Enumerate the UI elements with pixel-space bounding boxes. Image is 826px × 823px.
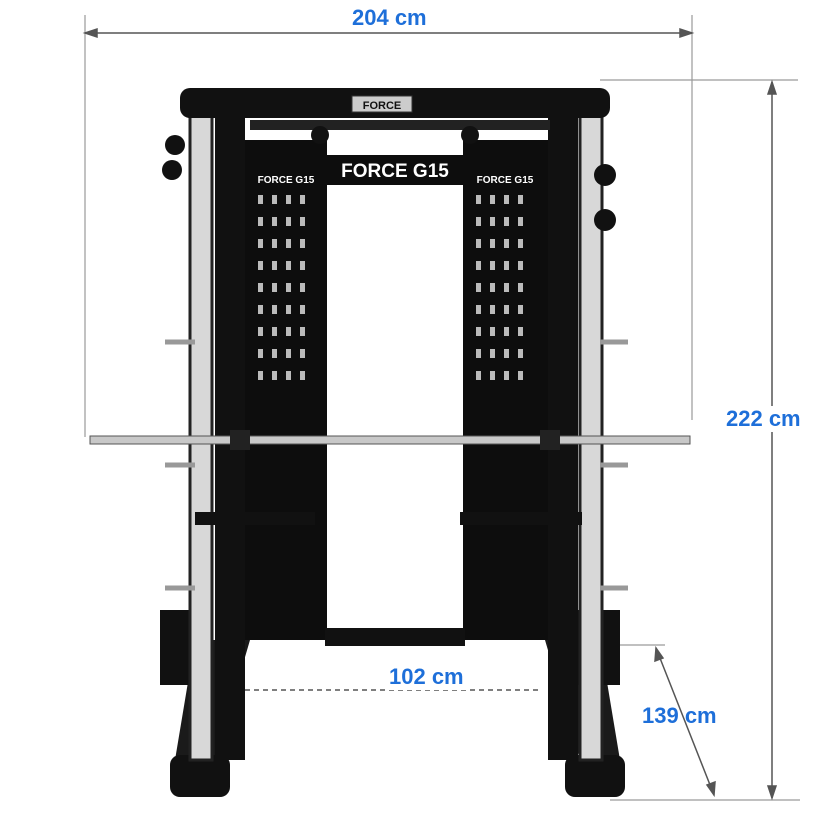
weight-peg bbox=[300, 305, 305, 314]
weight-peg bbox=[476, 195, 481, 204]
weight-peg bbox=[504, 327, 509, 336]
weight-peg bbox=[490, 327, 495, 336]
weight-peg bbox=[504, 239, 509, 248]
weight-peg bbox=[518, 349, 523, 358]
width-dimension-label: 204 cm bbox=[348, 5, 431, 31]
weight-peg bbox=[300, 217, 305, 226]
guide-lines bbox=[84, 15, 800, 801]
weight-peg bbox=[286, 261, 291, 270]
weight-peg bbox=[476, 283, 481, 292]
dip-handles bbox=[195, 512, 582, 525]
weight-peg bbox=[504, 217, 509, 226]
weight-peg bbox=[490, 195, 495, 204]
depth-dimension-label: 139 cm bbox=[642, 703, 717, 728]
weight-peg bbox=[286, 239, 291, 248]
weight-peg bbox=[272, 349, 277, 358]
dimension-lines bbox=[82, 27, 778, 801]
weight-peg bbox=[476, 239, 481, 248]
pulleys bbox=[162, 126, 616, 231]
weight-peg bbox=[476, 261, 481, 270]
weight-peg bbox=[518, 261, 523, 270]
weight-peg bbox=[272, 371, 277, 380]
weight-peg bbox=[300, 327, 305, 336]
weight-peg bbox=[476, 217, 481, 226]
weight-peg bbox=[286, 305, 291, 314]
weight-peg bbox=[476, 371, 481, 380]
weight-peg bbox=[518, 217, 523, 226]
weight-peg bbox=[518, 305, 523, 314]
weight-peg bbox=[504, 371, 509, 380]
weight-peg bbox=[286, 371, 291, 380]
weight-peg bbox=[286, 217, 291, 226]
svg-text:FORCE G15: FORCE G15 bbox=[477, 175, 534, 186]
weight-peg bbox=[504, 349, 509, 358]
top-beam: FORCE bbox=[180, 88, 610, 130]
weight-peg bbox=[272, 305, 277, 314]
weight-peg bbox=[490, 305, 495, 314]
smith-bar bbox=[89, 430, 691, 450]
weight-peg bbox=[272, 239, 277, 248]
top-logo: FORCE bbox=[363, 100, 402, 112]
weight-peg bbox=[272, 261, 277, 270]
panel-logo: FORCE G15 bbox=[341, 161, 449, 182]
weight-peg bbox=[300, 349, 305, 358]
weight-peg bbox=[258, 327, 263, 336]
weight-peg bbox=[518, 239, 523, 248]
weight-peg bbox=[518, 283, 523, 292]
weight-peg bbox=[286, 195, 291, 204]
weight-peg bbox=[286, 283, 291, 292]
weight-peg bbox=[258, 217, 263, 226]
weight-peg bbox=[258, 371, 263, 380]
weight-peg bbox=[258, 349, 263, 358]
weight-peg bbox=[286, 327, 291, 336]
weight-peg bbox=[286, 349, 291, 358]
weight-peg bbox=[258, 261, 263, 270]
inner-width-dimension-label: 102 cm bbox=[385, 664, 468, 690]
weight-peg bbox=[300, 195, 305, 204]
uprights bbox=[188, 98, 604, 762]
weight-peg bbox=[300, 239, 305, 248]
weight-peg bbox=[300, 371, 305, 380]
svg-text:FORCE G15: FORCE G15 bbox=[258, 175, 315, 186]
weight-peg bbox=[490, 261, 495, 270]
weight-peg bbox=[476, 327, 481, 336]
storage-pegs bbox=[165, 339, 628, 591]
weight-peg bbox=[300, 261, 305, 270]
weight-peg bbox=[504, 261, 509, 270]
weight-peg bbox=[518, 195, 523, 204]
weight-peg bbox=[258, 239, 263, 248]
weight-peg bbox=[476, 305, 481, 314]
weight-peg bbox=[258, 195, 263, 204]
weight-peg bbox=[504, 283, 509, 292]
weight-peg bbox=[476, 349, 481, 358]
weight-peg bbox=[490, 349, 495, 358]
weight-peg bbox=[490, 239, 495, 248]
weight-peg bbox=[272, 327, 277, 336]
weight-peg bbox=[490, 371, 495, 380]
weight-peg bbox=[300, 283, 305, 292]
weight-peg bbox=[518, 371, 523, 380]
height-dimension-label: 222 cm bbox=[722, 406, 805, 432]
weight-peg bbox=[258, 305, 263, 314]
weight-stack-panels: FORCE G15 FORCE G15 FORCE G15 bbox=[245, 140, 548, 646]
weight-peg bbox=[490, 217, 495, 226]
weight-peg bbox=[518, 327, 523, 336]
weight-peg bbox=[272, 283, 277, 292]
weight-peg bbox=[272, 217, 277, 226]
weight-peg bbox=[272, 195, 277, 204]
weight-peg bbox=[490, 283, 495, 292]
weight-peg bbox=[504, 305, 509, 314]
weight-peg bbox=[504, 195, 509, 204]
weight-peg bbox=[258, 283, 263, 292]
